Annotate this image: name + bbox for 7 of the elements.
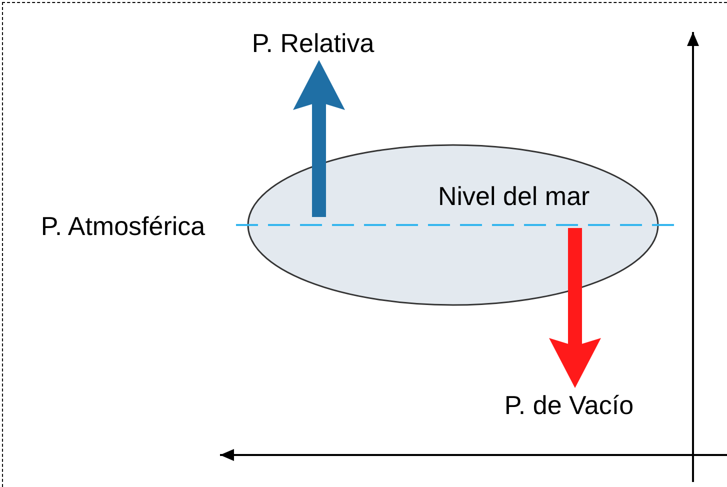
- arrow: [293, 60, 345, 217]
- label-text: P. Relativa: [250, 27, 376, 60]
- label-text: P. de Vacío: [503, 389, 635, 422]
- arrow: [549, 228, 601, 388]
- label-text: Nivel del mar: [438, 183, 590, 209]
- label-text: P. Atmosférica: [40, 210, 206, 242]
- dashed-line: [236, 224, 676, 226]
